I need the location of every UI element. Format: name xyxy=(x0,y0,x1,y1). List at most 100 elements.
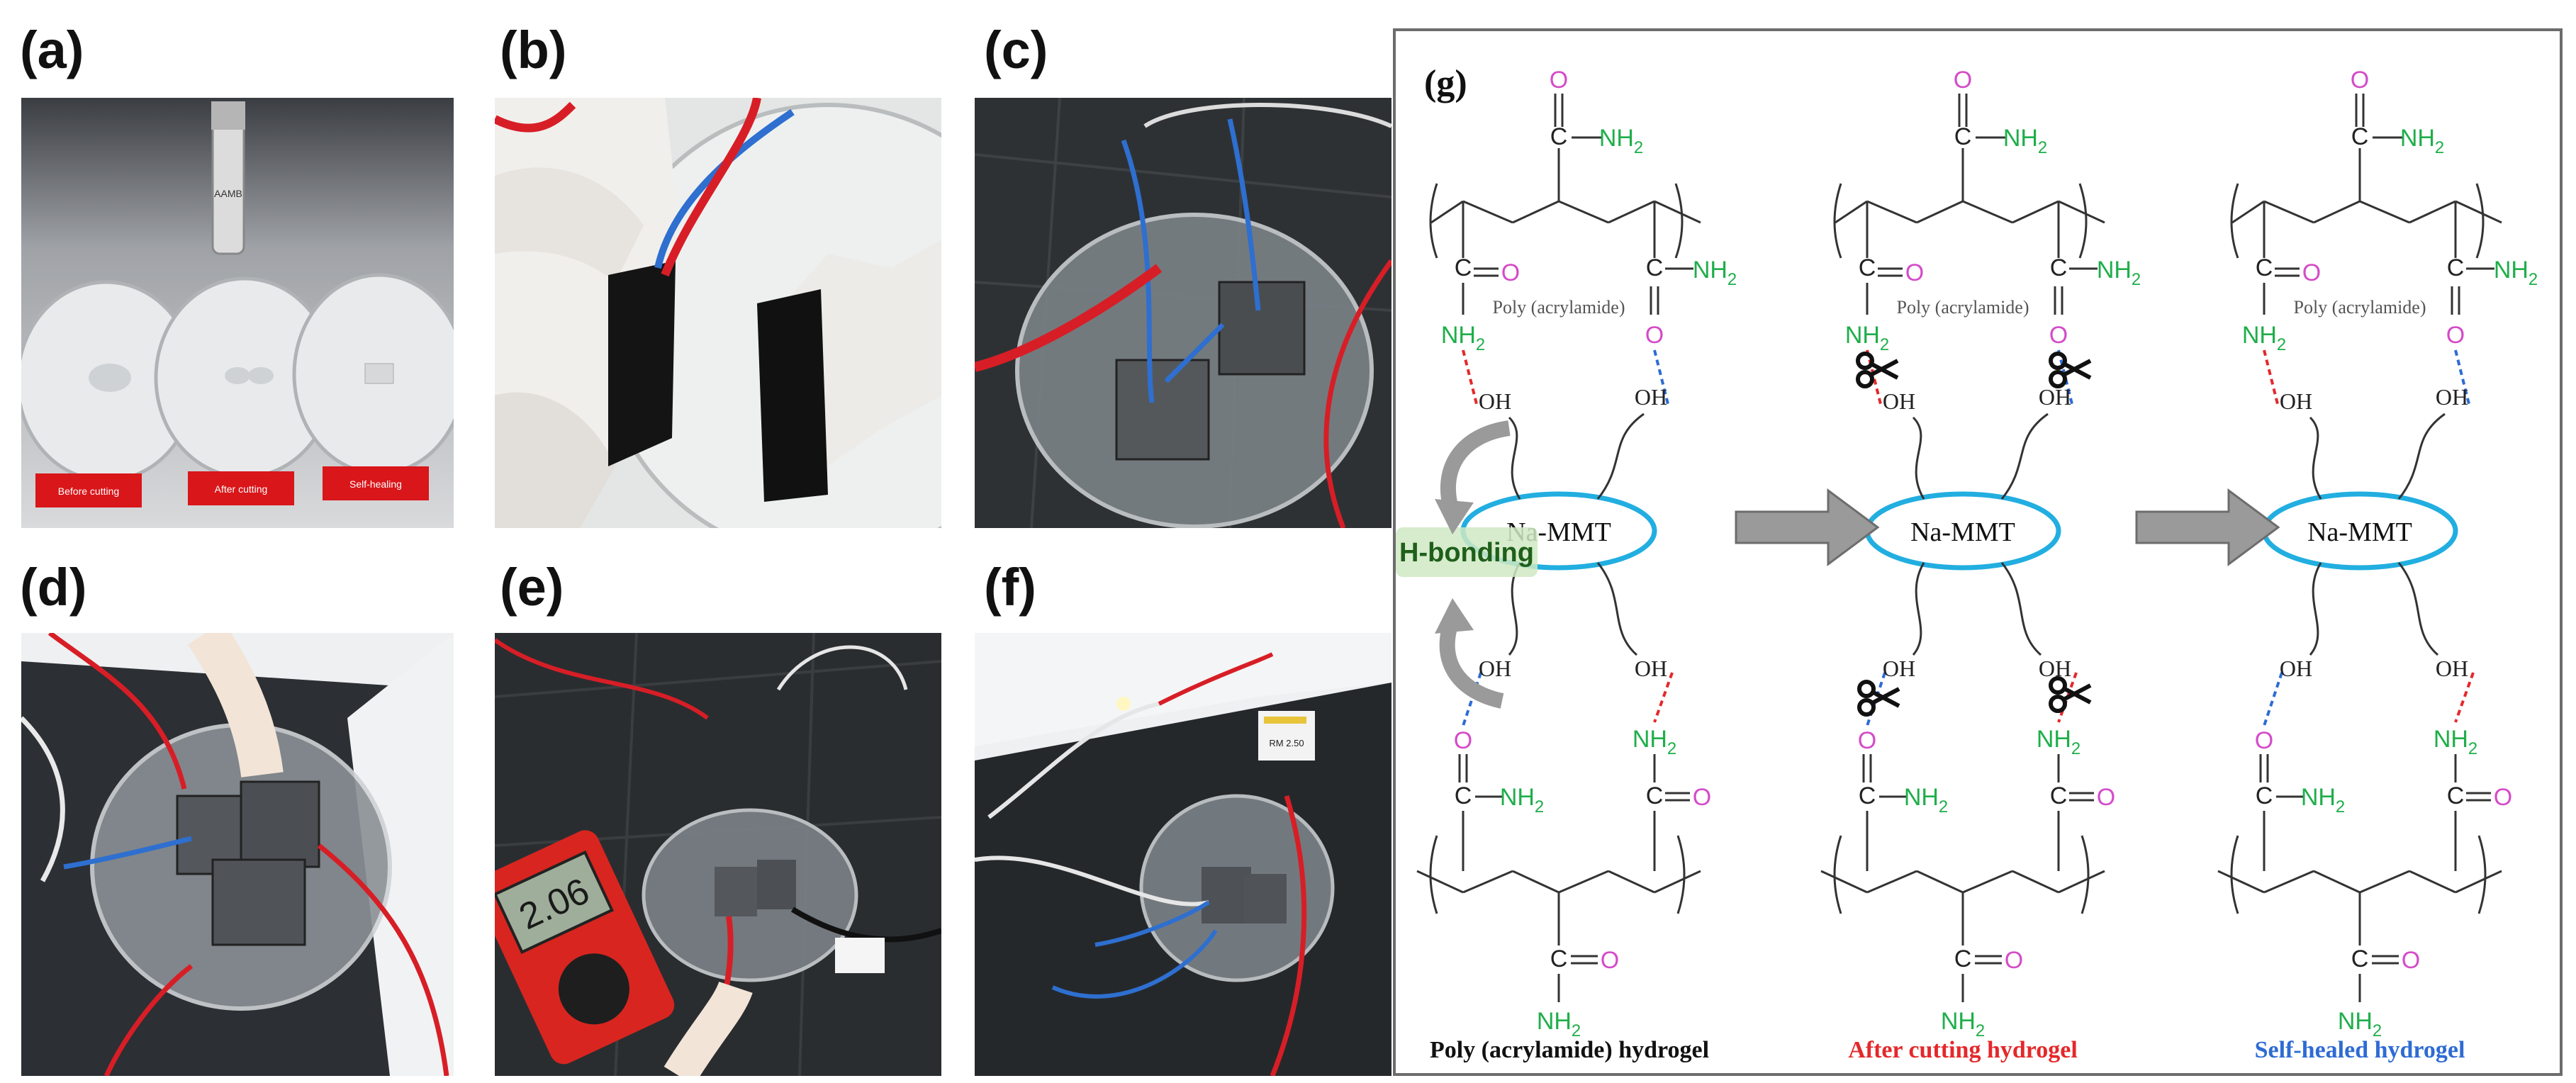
polymer-backbone-bond xyxy=(2409,200,2456,224)
carbonyl-oxygen-left: O xyxy=(1501,259,1520,286)
polymer-backbone-bond xyxy=(1430,200,1464,224)
clay-arm xyxy=(2000,562,2042,656)
panel-label-f: (f) xyxy=(984,558,1036,617)
photo-a-petri-dishes: AAMB Before cutting After cutting Self-h… xyxy=(21,98,454,528)
amide-nh2-top: NH2 xyxy=(2003,125,2047,157)
hydroxyl-label: OH xyxy=(2436,384,2468,410)
bracket-left xyxy=(2230,183,2239,259)
carbonyl-carbon-bottom-right: C xyxy=(1646,782,1664,809)
carbonyl-oxygen-right: O xyxy=(1645,322,1664,349)
carbonyl-oxygen-bottom-left: O xyxy=(2255,727,2273,754)
polymer-backbone-bond xyxy=(2455,200,2502,224)
bracket-right xyxy=(1674,183,1684,259)
process-arrow-1 xyxy=(1735,488,1880,566)
photo-e-multimeter: 2.06 xyxy=(495,633,941,1076)
carbonyl-oxygen-right: O xyxy=(2446,322,2465,349)
scissors-icon xyxy=(2049,676,2092,713)
polymer-backbone-bond xyxy=(1866,200,1917,224)
clay-arm xyxy=(2000,413,2049,500)
polymer-backbone-bond xyxy=(1820,870,1868,894)
carbonyl-carbon-bottom-right: C xyxy=(2050,782,2068,809)
polymer-backbone-bond xyxy=(2359,200,2410,224)
amide-nh2-left: NH2 xyxy=(1441,322,1485,354)
photo-c-circuit-dish xyxy=(975,98,1391,528)
carbonyl-oxygen-right: O xyxy=(2049,322,2068,349)
polymer-backbone-bond xyxy=(2409,870,2456,894)
polymer-backbone-bond xyxy=(1558,200,1609,224)
amide-nh2-bottom-right: NH2 xyxy=(2037,726,2081,758)
carbonyl-carbon-top: C xyxy=(2351,123,2369,150)
caption-poly-acrylamide-hydrogel: Poly (acrylamide) hydrogel xyxy=(1430,1037,1709,1063)
bracket-left xyxy=(1833,183,1842,259)
dish-label-after: After cutting xyxy=(215,483,268,495)
hydrogen-bond-top-left xyxy=(2263,349,2280,408)
scissors-icon xyxy=(2049,352,2092,388)
polymer-backbone-bond xyxy=(1962,870,2013,894)
polymer-backbone-bond xyxy=(1608,870,1655,894)
bottle-label: AAMB xyxy=(214,188,242,199)
carbonyl-oxygen-bottom-center: O xyxy=(1601,947,1619,974)
bracket-left xyxy=(1833,835,1842,914)
carbonyl-carbon-right: C xyxy=(2447,254,2465,281)
carbonyl-oxygen-left: O xyxy=(1905,259,1924,286)
hydroxyl-label: OH xyxy=(1479,656,1511,681)
hydrogen-bond-bottom-right xyxy=(1653,672,1674,723)
polymer-backbone-bond xyxy=(2012,200,2059,224)
polymer-backbone-bond xyxy=(2313,200,2361,224)
caption-self-healed-hydrogel: Self-healed hydrogel xyxy=(2255,1037,2465,1063)
carbonyl-carbon-right: C xyxy=(2050,254,2068,281)
polymer-backbone-bond xyxy=(1866,870,1917,894)
hydrogen-bond-bottom-right xyxy=(2454,672,2475,723)
scissors-icon xyxy=(1856,352,1899,388)
hydroxyl-label: OH xyxy=(2039,384,2071,410)
amide-nh2-bottom-right: NH2 xyxy=(1633,726,1676,758)
h-bonding-highlight xyxy=(1396,527,1538,577)
polymer-backbone-bond xyxy=(2217,870,2265,894)
panel-label-b: (b) xyxy=(500,21,567,79)
amide-nh2-bottom-left: NH2 xyxy=(1904,784,1948,817)
polymer-backbone-bond xyxy=(1916,200,1964,224)
carbonyl-oxygen-top: O xyxy=(2351,67,2369,94)
dish-label-self-healing: Self-healing xyxy=(349,478,402,490)
poly-acrylamide-label: Poly (acrylamide) xyxy=(2294,297,2426,318)
carbonyl-carbon-bottom-left: C xyxy=(2256,782,2273,809)
clay-arm xyxy=(1912,416,1925,500)
polymer-backbone-bond xyxy=(1916,870,1964,894)
polymer-backbone-bond xyxy=(1608,200,1655,224)
amide-nh2-bottom-center: NH2 xyxy=(1537,1008,1581,1040)
hydrogen-bond-bottom-right xyxy=(2057,672,2078,723)
bracket-right xyxy=(1676,835,1686,914)
amide-nh2-left: NH2 xyxy=(2242,322,2286,354)
h-bonding-label: H-bonding xyxy=(1399,538,1534,568)
panel-label-d: (d) xyxy=(20,558,87,617)
panel-label-e: (e) xyxy=(500,558,564,617)
amide-nh2-bottom-left: NH2 xyxy=(1500,784,1544,817)
h-bonding-arrow-head xyxy=(1435,499,1474,534)
carbonyl-oxygen-bottom-right: O xyxy=(2097,784,2115,811)
carbonyl-carbon-left: C xyxy=(2256,254,2273,281)
amide-nh2-bottom-center: NH2 xyxy=(1941,1008,1985,1040)
scissors-icon xyxy=(1857,680,1900,717)
polymer-backbone-bond xyxy=(2263,200,2314,224)
hydrogen-bond-top-left xyxy=(1462,349,1479,408)
bracket-left xyxy=(2230,835,2239,914)
carbonyl-carbon-right: C xyxy=(1646,254,1664,281)
carbonyl-carbon-bottom-left: C xyxy=(1455,782,1472,809)
polymer-backbone-bond xyxy=(2012,870,2059,894)
hydroxyl-label: OH xyxy=(2280,388,2312,414)
carbonyl-oxygen-bottom-left: O xyxy=(1454,727,1472,754)
hydroxyl-label: OH xyxy=(1635,656,1667,681)
polymer-backbone-bond xyxy=(2313,870,2361,894)
barcode-sticker-text: RM 2.50 xyxy=(1269,738,1304,748)
carbonyl-oxygen-bottom-right: O xyxy=(1693,784,1711,811)
carbonyl-carbon-bottom-right: C xyxy=(2447,782,2465,809)
amide-nh2-bottom-left: NH2 xyxy=(2301,784,2345,817)
carbonyl-carbon-top: C xyxy=(1954,123,1972,150)
h-bonding-arrow-head xyxy=(1435,598,1474,634)
bracket-right xyxy=(2078,183,2088,259)
amide-nh2-top: NH2 xyxy=(1599,125,1643,157)
hydroxyl-label: OH xyxy=(1883,388,1915,414)
bracket-right xyxy=(2475,183,2485,259)
hydroxyl-label: OH xyxy=(2280,656,2312,681)
